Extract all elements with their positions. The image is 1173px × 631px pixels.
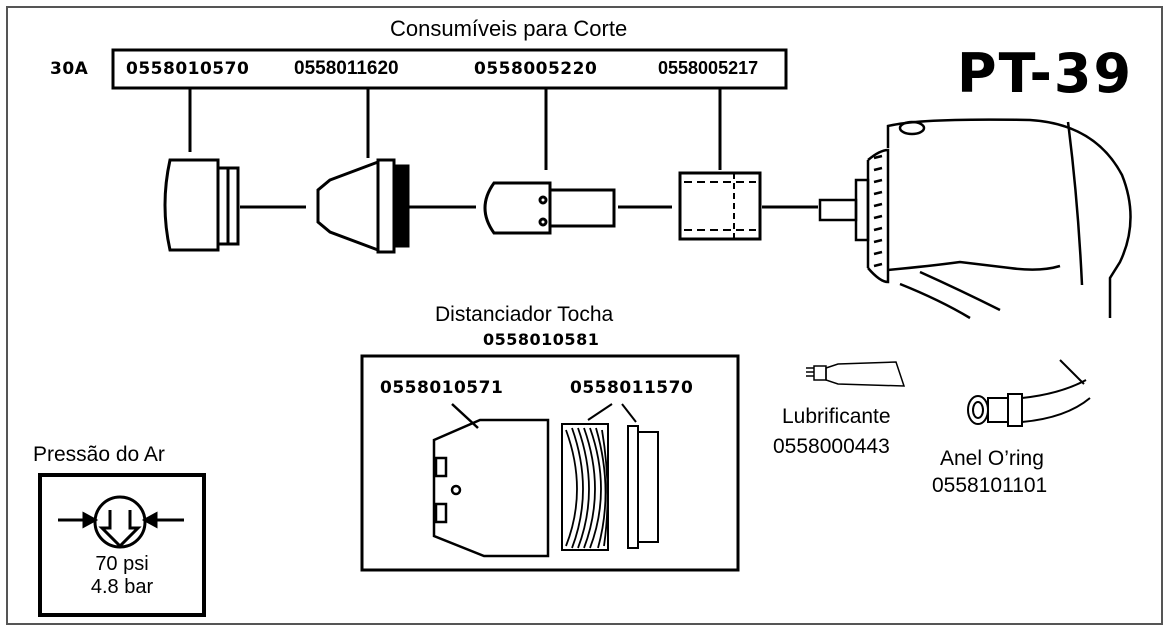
pressure-gauge-icon bbox=[58, 495, 184, 549]
diagram-frame bbox=[6, 6, 1163, 625]
lubricant-label: Lubrificante bbox=[782, 405, 891, 428]
part-number-shield: 0558010570 bbox=[126, 59, 250, 79]
standoff-guide-part-number: 0558010571 bbox=[380, 378, 504, 398]
standoff-box bbox=[360, 354, 740, 572]
oring-part-number: 0558101101 bbox=[932, 474, 1048, 497]
standoff-part-number: 0558010581 bbox=[483, 330, 600, 349]
torch-head-illustration bbox=[818, 118, 1132, 320]
part-number-nozzle: 0558011620 bbox=[294, 58, 399, 79]
air-pressure-psi: 70 psi bbox=[95, 553, 149, 575]
standoff-ring-part-number: 0558011570 bbox=[570, 378, 694, 398]
part-number-electrode: 0558005220 bbox=[474, 59, 598, 79]
cutting-title: Consumíveis para Corte bbox=[390, 16, 628, 41]
nozzle-part bbox=[316, 158, 410, 254]
swirl-ring-part bbox=[678, 171, 762, 241]
lubricant-part-number: 0558000443 bbox=[773, 435, 890, 458]
part-number-swirl-ring: 0558005217 bbox=[658, 58, 759, 78]
standoff-guide-part bbox=[432, 403, 550, 558]
electrode-part bbox=[483, 181, 616, 235]
amperage-label: 30A bbox=[50, 59, 89, 79]
air-pressure-box bbox=[38, 473, 206, 617]
air-pressure-bar: 4.8 bar bbox=[90, 576, 154, 598]
oring-fitting-illustration bbox=[967, 359, 1091, 427]
lubricant-tube-illustration bbox=[806, 361, 906, 387]
shield-cap-part bbox=[163, 158, 240, 252]
part-number-box bbox=[111, 48, 788, 90]
model-brand: PT-39 bbox=[957, 42, 1134, 105]
air-pressure-title: Pressão do Ar bbox=[33, 443, 165, 466]
standoff-title: Distanciador Tocha bbox=[435, 303, 614, 326]
standoff-ring-part bbox=[561, 403, 659, 551]
oring-label: Anel O’ring bbox=[940, 447, 1044, 470]
